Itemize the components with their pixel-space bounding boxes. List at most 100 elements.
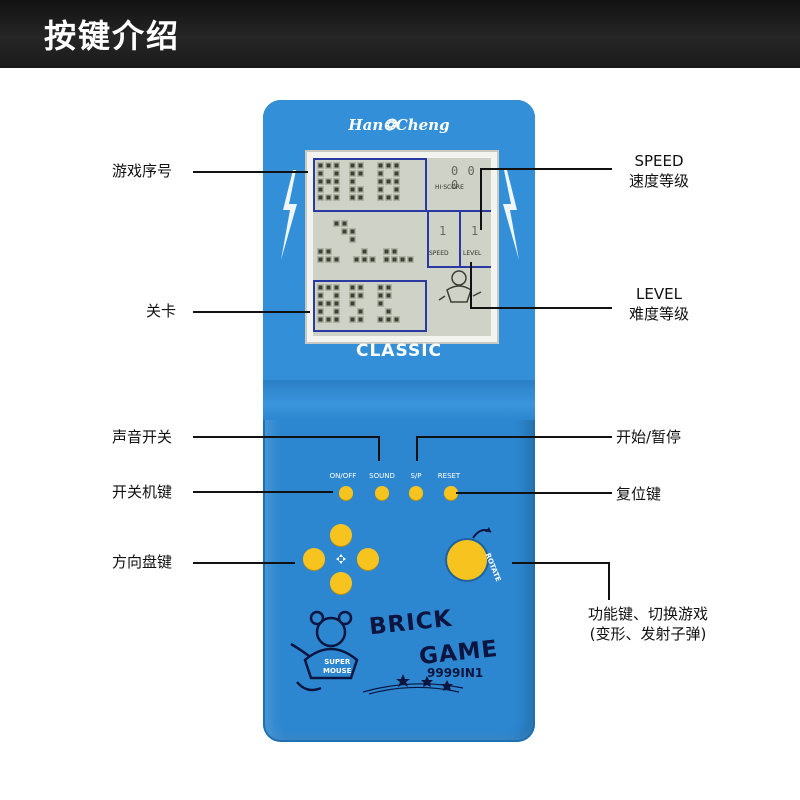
- lcd-cell: [361, 248, 368, 255]
- level-indicator-highlight: [459, 210, 491, 268]
- lcd-cell: [361, 256, 368, 263]
- lcd-cell: [317, 284, 324, 291]
- lcd-cell: [349, 186, 356, 193]
- lcd-cell: [325, 316, 332, 323]
- dpad-down-button[interactable]: [330, 572, 352, 594]
- lcd-cell: [349, 284, 356, 291]
- leader-level-map: [193, 311, 310, 313]
- leader-level-drop: [470, 262, 472, 308]
- lcd-screen: 0 0 0 HI·SCORE 1 1 SPEED LEVEL: [313, 158, 491, 336]
- lcd-cell: [333, 316, 340, 323]
- lcd-cell: [377, 284, 384, 291]
- leader-dpad: [193, 562, 295, 564]
- lcd-cell: [333, 300, 340, 307]
- lcd-cell: [325, 178, 332, 185]
- reset-button[interactable]: [444, 486, 458, 500]
- lcd-cell: [341, 228, 348, 235]
- dpad-left-button[interactable]: [303, 548, 325, 570]
- lcd-cell: [369, 256, 376, 263]
- sound-button[interactable]: [375, 486, 389, 500]
- lcd-cell: [325, 300, 332, 307]
- lcd-cell: [349, 228, 356, 235]
- reset-label: RESET: [437, 472, 461, 480]
- page-title: 按键介绍: [44, 17, 181, 55]
- classic-label: CLASSIC: [356, 341, 442, 361]
- dpad-up-button[interactable]: [330, 524, 352, 546]
- lcd-cell: [317, 248, 324, 255]
- leader-sound-drop: [378, 436, 380, 461]
- lcd-cell: [333, 220, 340, 227]
- lcd-cell: [317, 194, 324, 201]
- lcd-cell: [383, 256, 390, 263]
- lcd-cell: [385, 292, 392, 299]
- lcd-cell: [349, 292, 356, 299]
- lcd-cell: [317, 170, 324, 177]
- lcd-cell: [349, 300, 356, 307]
- lcd-speed-label: SPEED: [429, 250, 449, 257]
- lcd-cell: [393, 186, 400, 193]
- lcd-cell: [349, 194, 356, 201]
- lcd-cell: [385, 316, 392, 323]
- onoff-button[interactable]: [339, 486, 353, 500]
- lcd-cell: [333, 284, 340, 291]
- onoff-label: ON/OFF: [329, 472, 357, 480]
- lcd-cell: [377, 316, 384, 323]
- super-mouse-label: SUPER MOUSE: [323, 658, 352, 675]
- lcd-cell: [357, 170, 364, 177]
- callout-dpad-key: 方向盘键: [112, 553, 173, 571]
- lcd-cell: [325, 194, 332, 201]
- leader-speed-drop: [480, 168, 482, 230]
- stars-swoosh-icon: [363, 674, 464, 695]
- lcd-cell: [333, 170, 340, 177]
- lcd-cell: [383, 248, 390, 255]
- lcd-cell: [377, 186, 384, 193]
- callout-reset: 复位键: [616, 485, 662, 503]
- lcd-cell: [393, 178, 400, 185]
- leader-start-pause: [416, 436, 612, 438]
- lcd-cell: [399, 256, 406, 263]
- hi-score-label: HI·SCORE: [435, 184, 464, 191]
- lcd-cell: [385, 284, 392, 291]
- leader-start-pause-drop: [416, 436, 418, 461]
- screen-bezel: 0 0 0 HI·SCORE 1 1 SPEED LEVEL: [305, 150, 499, 344]
- lcd-cell: [391, 256, 398, 263]
- start-pause-button[interactable]: [409, 486, 423, 500]
- lcd-cell: [341, 220, 348, 227]
- lcd-cell: [325, 256, 332, 263]
- brick-game-console: Han❂Cheng 0 0 0 HI·SCORE 1 1 SPEED LEVEL: [263, 100, 535, 742]
- lcd-cell: [317, 300, 324, 307]
- lcd-cell: [357, 292, 364, 299]
- lcd-level-label: LEVEL: [463, 250, 482, 257]
- brick-logo-text: BRICK: [367, 605, 454, 641]
- leader-rotate-drop: [608, 562, 610, 600]
- lcd-cell: [333, 194, 340, 201]
- lcd-cell: [357, 194, 364, 201]
- speed-digit: 1: [439, 224, 448, 238]
- callout-start-pause: 开始/暂停: [616, 428, 682, 446]
- leader-power: [193, 491, 333, 493]
- callout-game-number: 游戏序号: [112, 162, 173, 180]
- leader-level: [470, 307, 612, 309]
- callout-sound-switch: 声音开关: [112, 428, 173, 446]
- callout-level: LEVEL 难度等级: [628, 285, 689, 323]
- lcd-cell: [333, 178, 340, 185]
- dpad-right-button[interactable]: [357, 548, 379, 570]
- lcd-cell: [391, 248, 398, 255]
- leader-reset: [456, 492, 612, 494]
- game-logo-text: GAME: [417, 635, 500, 671]
- lcd-cell: [357, 308, 364, 315]
- rotate-button[interactable]: [447, 540, 487, 580]
- lcd-cell: [325, 284, 332, 291]
- lcd-cell: [377, 194, 384, 201]
- lcd-cell: [393, 170, 400, 177]
- callout-level-map: 关卡: [146, 302, 177, 320]
- lcd-cell: [317, 292, 324, 299]
- lcd-cell: [353, 256, 360, 263]
- leader-game-number: [193, 171, 308, 173]
- callout-function-key: 功能键、切换游戏 (变形、发射子弹): [587, 605, 708, 643]
- lcd-cell: [333, 308, 340, 315]
- lcd-cell: [357, 316, 364, 323]
- lcd-character-icon: [438, 270, 482, 303]
- callout-speed: SPEED 速度等级: [628, 152, 689, 190]
- lcd-cell: [325, 248, 332, 255]
